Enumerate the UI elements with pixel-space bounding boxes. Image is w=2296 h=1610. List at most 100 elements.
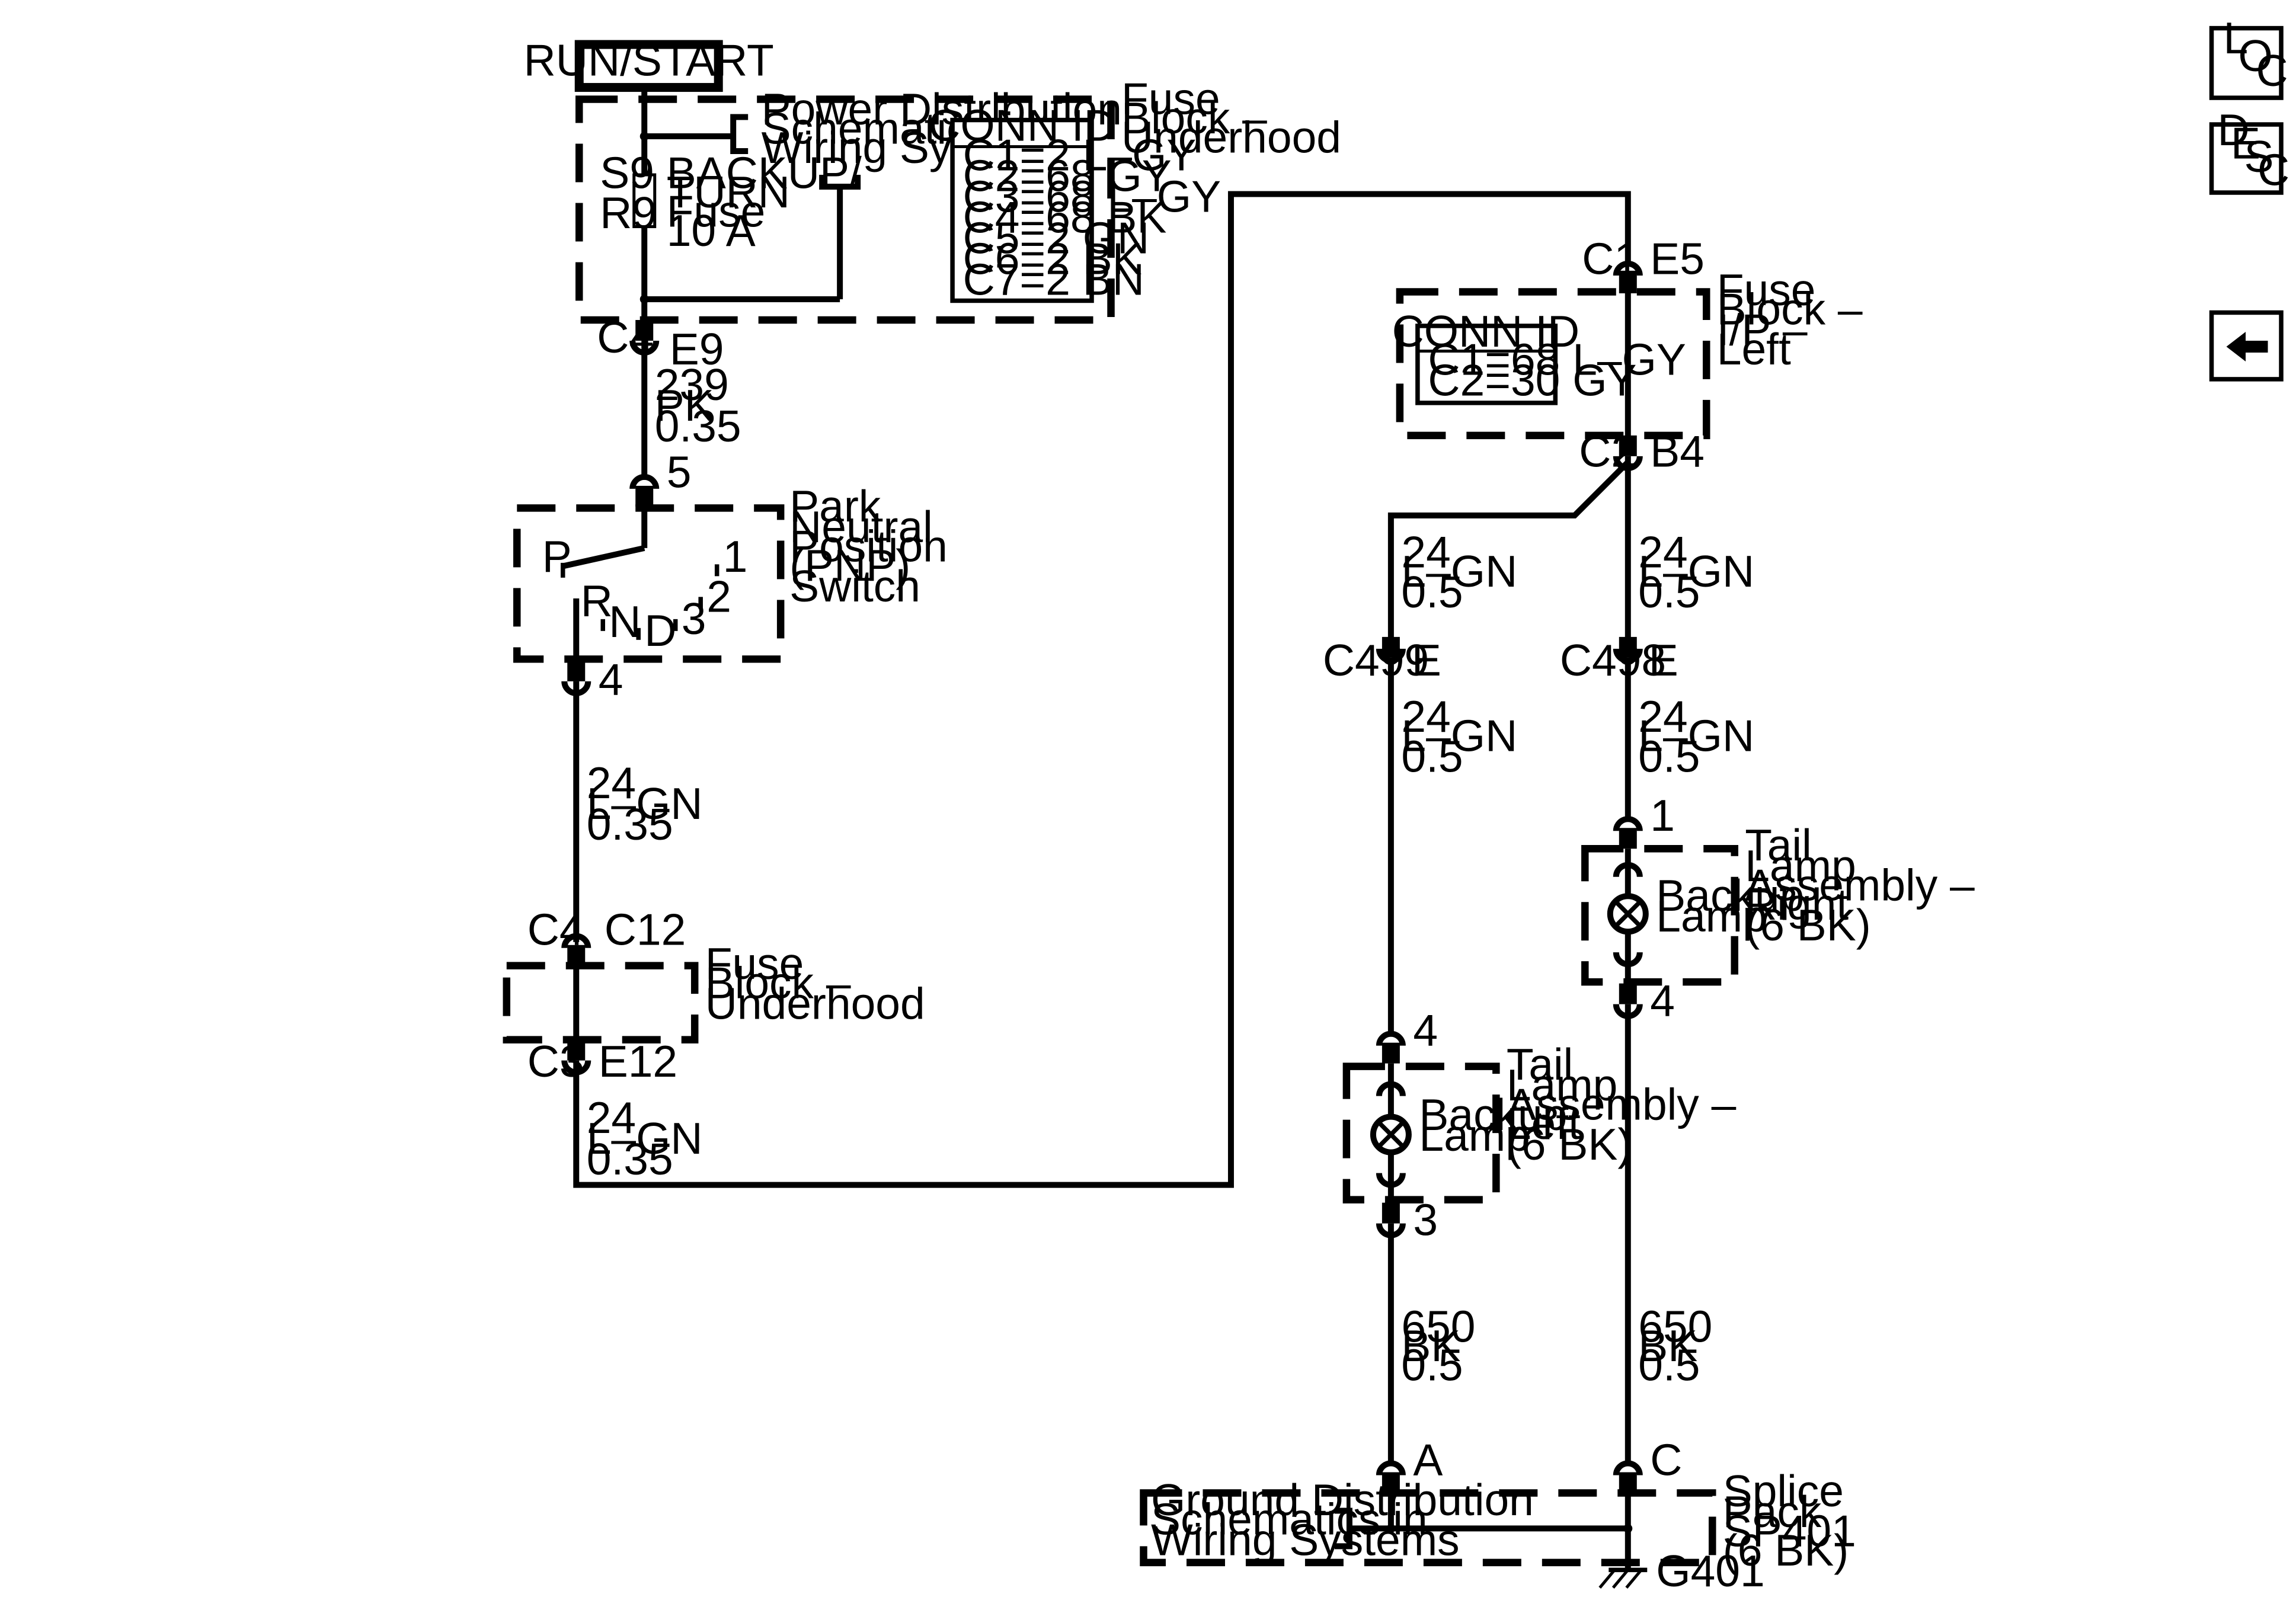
loc-button[interactable]: L O C (2209, 13, 2288, 100)
ground-ref-1[interactable]: Schematics in (1151, 1494, 1428, 1544)
wire-239-1: PK (655, 380, 714, 430)
wire-24a-2: 0.35 (587, 799, 673, 849)
ip-label-3: Left (1717, 324, 1791, 374)
tll-label-4: (6 BK) (1507, 1119, 1632, 1169)
desc-letter-s: S (2244, 132, 2274, 181)
w24l2-1: L–GN (1401, 710, 1517, 760)
fuse-mid-label-1: Block – (705, 958, 851, 1008)
ip-label-0: Fuse (1717, 265, 1816, 315)
fuse-mid-label-2: Underhood (705, 979, 925, 1029)
fuse-block-top-label-1: Block – (1121, 93, 1267, 143)
ground-icon (1598, 1567, 1648, 1589)
splice-label-1: Pack (1723, 1487, 1822, 1537)
wire-24-right-2: 24 L–GN 0.5 (1638, 692, 1754, 781)
conn-id-top-5: C6=2 BK (963, 233, 1142, 283)
pnp-label-4: Switch (789, 561, 920, 611)
desc-letter-c: C (2257, 145, 2289, 195)
loc-letter-l: L (2224, 13, 2249, 63)
tll-lamp-1: Lamp (1419, 1110, 1530, 1160)
fuse-block-top-label-2: Underhood (1121, 113, 1341, 162)
tlr-lamp-1: Lamp (1656, 891, 1767, 941)
tll-label-2: Assembly – (1507, 1080, 1737, 1129)
connector-c4-e9: C4 E9 (597, 312, 724, 374)
tail-lamp-assembly-left: 4 Backup Lamp Tail Lamp Assembly – Left … (1342, 1006, 1737, 1245)
splice-pin-c: C (1650, 1435, 1682, 1484)
w650r-0: 650 (1638, 1302, 1712, 1352)
conn-id-top-4: C5=2 GN (963, 213, 1150, 263)
conn-id-top-1: C2=68 GY (963, 151, 1172, 201)
fuse-pos-s9: S9 (600, 148, 654, 198)
w24l1-1: L–GN (1401, 546, 1517, 596)
ground-ref-0[interactable]: Ground Distribution (1151, 1475, 1534, 1525)
w650r-2: 0.5 (1638, 1340, 1700, 1390)
wire-239-label: 239 PK 0.35 (655, 360, 741, 451)
conn-id-top-0: C1=2 L–GY (963, 130, 1197, 180)
tll-label-1: Lamp (1507, 1060, 1618, 1110)
loc-letter-o: O (2239, 31, 2273, 81)
conn-c4-mid: C4 (527, 905, 584, 955)
ip-label-1: Block – (1717, 284, 1863, 334)
desc-letter-d: D (2218, 105, 2250, 155)
tlr-pin-4: 4 (1650, 976, 1675, 1026)
wire-24-left-2: 24 L–GN 0.5 (1401, 692, 1517, 781)
splice-label-3: (6 BK) (1723, 1525, 1849, 1575)
w24r1-1: L–GN (1638, 546, 1754, 596)
fuse-label-1: TURN (667, 167, 790, 217)
w24r2-2: 0.5 (1638, 731, 1700, 781)
w650l-2: 0.5 (1401, 1340, 1463, 1390)
fuse-block-underhood-top: Fuse Block – Underhood Power Distributio… (575, 74, 1341, 335)
tll-lamp-0: Backup (1419, 1090, 1567, 1140)
pnp-label-1: Neutral (789, 502, 933, 552)
c498-pin: E (1649, 635, 1678, 685)
ground-ref-2[interactable]: Wiring Systems (1151, 1515, 1460, 1564)
c498-label: C498 (1560, 635, 1666, 685)
pnp-pos-r: R (581, 576, 613, 626)
conn-e9: E9 (670, 324, 724, 374)
w650r-1: BK (1638, 1321, 1697, 1371)
conn-b4: B4 (1650, 426, 1705, 476)
pnp-label-0: Park (789, 481, 881, 531)
wire-24a-1: L–GN (587, 779, 703, 828)
pnp-pin-5: 5 (667, 447, 692, 497)
w650l-1: BK (1401, 1321, 1460, 1371)
loc-letter-c: C (2256, 46, 2288, 95)
tll-pin-4: 4 (1413, 1006, 1438, 1055)
conn-id-title-ip: CONN ID (1392, 306, 1580, 356)
splice-label-2: SP401 (1723, 1506, 1856, 1555)
tlr-label-0: Tail (1745, 820, 1812, 870)
pnp-pos-1: 1 (723, 532, 748, 581)
conn-id-title-top: CONN ID (928, 101, 1116, 151)
splice-label-0: Splice (1723, 1466, 1844, 1516)
connector-c499: C499 E (1323, 635, 1441, 685)
pnp-pin-4: 4 (599, 654, 623, 704)
conn-id-ip-1: C2=30 GY (1428, 355, 1636, 405)
fuse-pos-r9: R9 (600, 188, 657, 238)
fuse-label-2: Fuse (667, 187, 766, 236)
pnp-switch: 5 P R N D 3 2 1 Park Neutral Position (P… (513, 447, 948, 704)
fuse-block-underhood-mid: C4 C12 Fuse Block – Underhood C3 E12 (503, 905, 925, 1086)
wire-24-a-label: 24 L–GN 0.35 (587, 758, 703, 849)
splice-pack-sp401: A C Ground Distribution Schematics in Wi… (1140, 1435, 1856, 1596)
w24l1-2: 0.5 (1401, 567, 1463, 617)
wire-239-2: 0.35 (655, 401, 741, 451)
c499-pin: E (1412, 635, 1441, 685)
tlr-label-1: Lamp (1745, 841, 1856, 891)
wire-650-right: 650 BK 0.5 (1638, 1302, 1712, 1390)
back-button[interactable] (2209, 310, 2284, 382)
pnp-label-3: (PNP) (789, 540, 910, 590)
fuse-mid-label-0: Fuse (705, 939, 804, 988)
wire-239-0: 239 (655, 360, 729, 409)
arrow-left-icon (2226, 331, 2268, 361)
w24r2-0: 24 (1638, 692, 1687, 741)
pnp-pos-d: D (644, 606, 676, 655)
ground-g401: G401 (1656, 1546, 1764, 1596)
conn-id-ip-0: C1=68 L–GY (1428, 334, 1686, 384)
desc-button[interactable]: D E S C (2209, 105, 2290, 195)
w24l2-2: 0.5 (1401, 731, 1463, 781)
tlr-label-4: (6 BK) (1745, 900, 1870, 950)
fuse-label-0: BACKUP/ (667, 148, 862, 198)
conn-id-top-6: C7=2 BN (963, 254, 1144, 304)
tail-lamp-assembly-right: 1 Backup Lamp Tail Lamp Assembly – Right… (1581, 790, 1975, 1026)
w24r2-1: L–GN (1638, 710, 1754, 760)
